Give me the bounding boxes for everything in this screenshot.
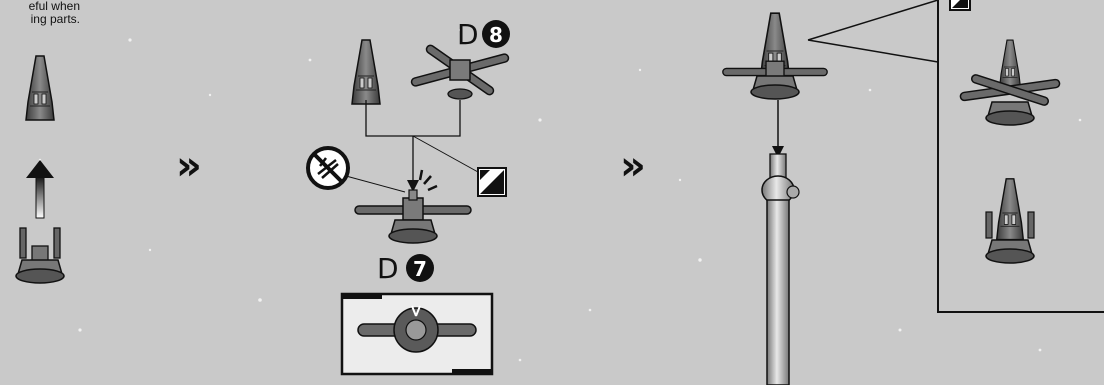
no-cutting-tool-icon — [308, 148, 348, 188]
callout-crossbar-detail — [960, 40, 1060, 125]
code-d7-number: 7 — [413, 257, 427, 281]
step1-tip — [26, 56, 54, 120]
code-d7: D 7 — [377, 252, 434, 285]
instruction-note: eful when ing parts. — [0, 0, 80, 26]
snap-click-icon — [420, 170, 437, 190]
background-speckles — [39, 29, 1081, 362]
code-d8-number: 8 — [489, 23, 503, 47]
step2-guide-lines — [366, 100, 460, 186]
callout-tip-detail — [986, 179, 1034, 263]
step1-lift-arrow-head — [26, 160, 54, 178]
step1-lift-arrow-shaft — [36, 176, 44, 218]
step3-pole — [762, 154, 799, 385]
detail-inset — [342, 294, 492, 374]
callout-panel — [938, 0, 1104, 312]
svg-text:D: D — [377, 252, 399, 285]
instruction-note-line-2: ing parts. — [0, 13, 80, 26]
svg-text:D: D — [457, 18, 479, 51]
step-arrow-second: » — [620, 146, 646, 186]
no-cutting-leader — [346, 176, 405, 192]
step2-tip — [352, 40, 380, 104]
decal-marker-icon — [478, 168, 506, 196]
code-d8: D 8 — [457, 18, 510, 51]
callout-leader — [808, 0, 938, 62]
step2-decal-leader — [413, 136, 478, 172]
callout-decal-marker-icon — [950, 0, 970, 10]
step2-d7-part — [355, 190, 471, 243]
step-arrow-first: » — [176, 146, 202, 186]
step2-d8-crossbar — [411, 44, 510, 99]
step3-assembled-tip — [723, 13, 827, 99]
step1-base-part — [16, 228, 64, 283]
